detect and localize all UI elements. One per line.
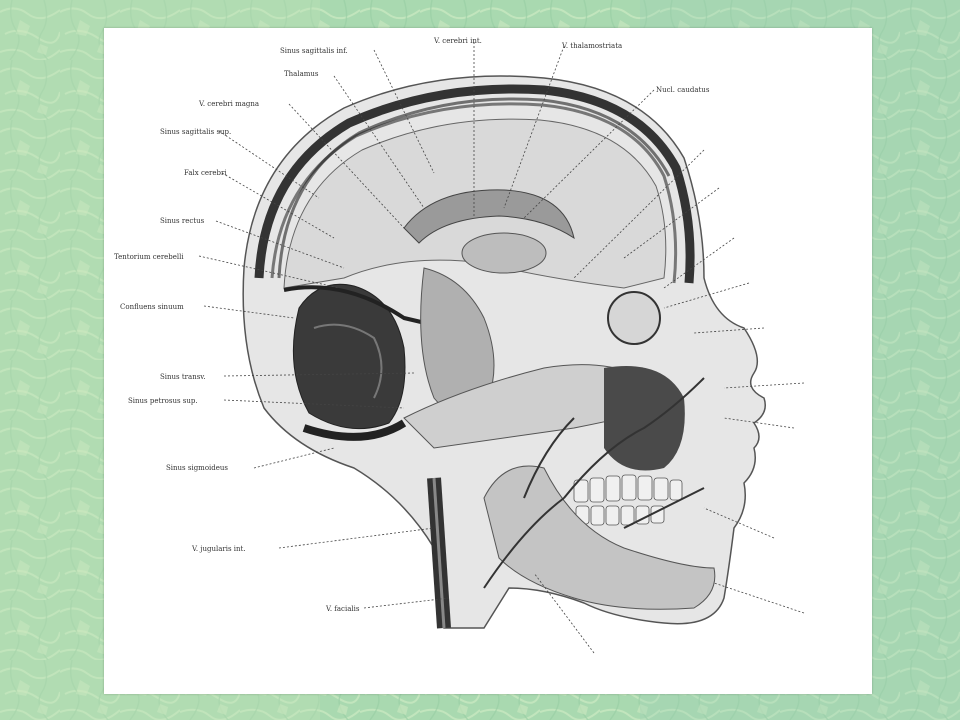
facial-veins xyxy=(483,377,705,589)
eye xyxy=(607,291,661,345)
label-sinus-rectus: Sinus rectus xyxy=(160,217,205,225)
label-v-thalamostriata: V. thalamostriata xyxy=(562,42,623,50)
corpus-callosum xyxy=(403,189,575,244)
maxillary-region xyxy=(604,366,685,471)
label-v-cerebri-int: V. cerebri int. xyxy=(434,37,482,45)
label-v-facialis: V. facialis xyxy=(326,605,360,613)
label-sinus-sagittalis-sup: Sinus sagittalis sup. xyxy=(160,128,232,136)
label-nucl-caudatus: Nucl. caudatus xyxy=(656,86,710,94)
label-sinus-sigmoideus: Sinus sigmoideus xyxy=(166,464,228,472)
label-v-cerebri-magna: V. cerebri magna xyxy=(199,100,260,108)
label-v-jugularis-int: V. jugularis int. xyxy=(192,545,246,553)
sinus-transversus xyxy=(302,419,407,441)
head-sagittal-section-illustration xyxy=(198,42,805,654)
teeth xyxy=(573,474,683,526)
anatomy-figure-panel: Sinus sagittalis inf. Thalamus V. cerebr… xyxy=(104,28,872,694)
sinus-sagittalis xyxy=(277,97,671,279)
label-falx-cerebri: Falx cerebri xyxy=(184,169,227,177)
thalamus xyxy=(461,232,547,274)
mandible xyxy=(483,465,716,610)
label-tentorium-cerebelli: Tentorium cerebelli xyxy=(114,253,184,261)
label-sinus-transv: Sinus transv. xyxy=(160,373,206,381)
label-confluens-sinuum: Confluens sinuum xyxy=(120,303,184,311)
skull-vault xyxy=(254,84,695,284)
label-sinus-petrosus-sup: Sinus petrosus sup. xyxy=(128,397,198,405)
label-sinus-sagittalis-inf: Sinus sagittalis inf. xyxy=(280,47,348,55)
label-thalamus: Thalamus xyxy=(284,70,319,78)
